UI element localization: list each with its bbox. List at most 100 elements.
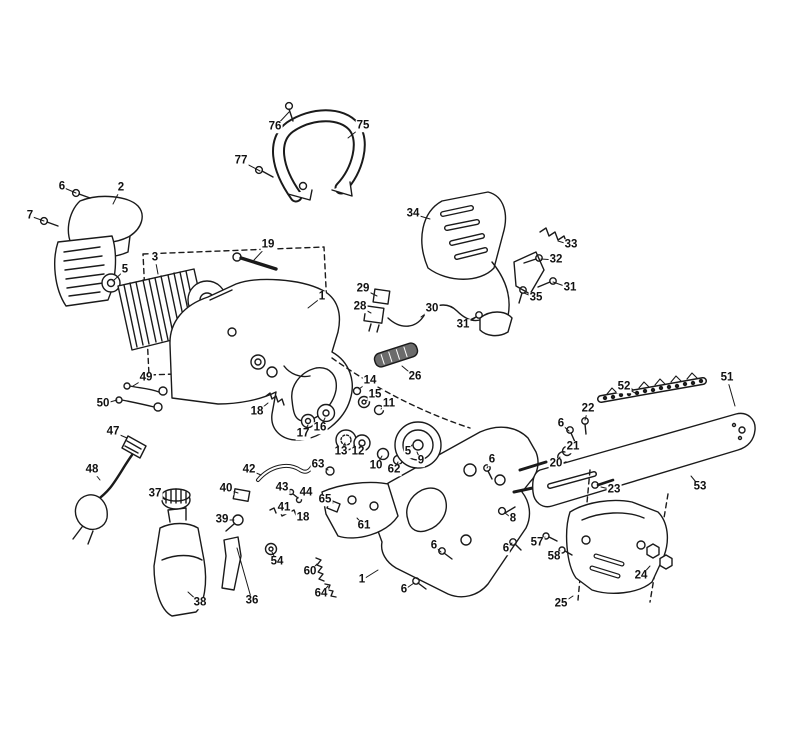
part-number-label: 6 [501, 542, 511, 555]
callout-leader-line [236, 547, 253, 602]
housing-half [372, 426, 548, 598]
hand-guard [421, 191, 545, 337]
screw-icon [537, 277, 557, 288]
part-number-label: 9 [416, 454, 426, 467]
part-number-label: 77 [233, 154, 249, 167]
part-number-label: 20 [548, 457, 564, 470]
part-number-label: 63 [310, 458, 326, 471]
part-number-label: 24 [633, 569, 649, 582]
part-number-label: 1 [357, 573, 367, 586]
part-number-label: 64 [313, 587, 329, 600]
part-number-label: 13 [333, 445, 349, 458]
spring-icon [324, 583, 337, 598]
screw-icon [284, 101, 294, 122]
part-number-label: 28 [352, 300, 368, 313]
part-number-label: 22 [580, 402, 596, 415]
part-number-label: 26 [407, 370, 423, 383]
part-number-label: 35 [528, 291, 544, 304]
part-number-label: 47 [105, 425, 121, 438]
part-number-label: 49 [138, 371, 154, 384]
part-number-label: 18 [295, 511, 311, 524]
part-number-label: 11 [381, 397, 397, 410]
screw-icon [412, 577, 427, 590]
part-number-label: 31 [562, 281, 578, 294]
spring-icon [315, 557, 325, 582]
screw-icon [542, 532, 558, 542]
part-number-label: 19 [260, 238, 276, 251]
power-plug [72, 494, 108, 545]
motor-leads [115, 382, 168, 412]
screw-icon [71, 188, 91, 199]
part-number-label: 6 [487, 453, 497, 466]
spring-icon [265, 392, 285, 406]
part-number-label: 76 [267, 120, 283, 133]
part-number-label: 61 [356, 519, 372, 532]
part-number-label: 52 [616, 380, 632, 393]
screw-icon [518, 286, 527, 304]
part-number-label: 48 [84, 463, 100, 476]
front-handle [272, 109, 366, 203]
part-number-label: 29 [355, 282, 371, 295]
part-number-label: 38 [192, 596, 208, 609]
part-number-label: 51 [719, 371, 735, 384]
part-number-label: 37 [147, 487, 163, 500]
screw-icon [558, 546, 573, 556]
part-number-label: 58 [546, 550, 562, 563]
part-number-label: 5 [120, 263, 130, 276]
part-number-label: 65 [317, 493, 333, 506]
part-number-label: 54 [269, 555, 285, 568]
part-number-label: 6 [57, 180, 67, 193]
part-number-label: 36 [244, 594, 260, 607]
switch-block [363, 288, 391, 333]
part-number-label: 14 [362, 374, 378, 387]
part-number-label: 32 [548, 253, 564, 266]
screw-icon [39, 216, 59, 227]
part-number-label: 23 [606, 483, 622, 496]
screw-icon [509, 538, 522, 551]
alignment-dashed-line [331, 357, 471, 429]
part-number-label: 6 [556, 417, 566, 430]
part-number-label: 16 [312, 421, 328, 434]
part-number-label: 42 [241, 463, 257, 476]
bolt-icon [232, 252, 278, 271]
part-number-label: 2 [116, 181, 126, 194]
part-number-label: 33 [563, 238, 579, 251]
screw-icon [566, 426, 576, 443]
part-number-label: 31 [455, 318, 471, 331]
screw-icon [438, 547, 453, 560]
part-number-label: 6 [429, 539, 439, 552]
part-number-label: 75 [355, 119, 371, 132]
washer-stack [300, 386, 417, 466]
part-number-label: 21 [565, 440, 581, 453]
screw-icon [483, 464, 493, 480]
part-number-label: 12 [350, 445, 366, 458]
oil-tank [153, 507, 207, 617]
part-number-label: 40 [218, 482, 234, 495]
part-number-label: 41 [276, 501, 292, 514]
part-number-label: 57 [529, 536, 545, 549]
part-number-label: 39 [214, 513, 230, 526]
part-number-label: 43 [274, 481, 290, 494]
tank-cap [161, 488, 191, 510]
part-number-label: 50 [95, 397, 111, 410]
part-number-label: 30 [424, 302, 440, 315]
screw-icon [254, 165, 274, 178]
part-number-label: 7 [25, 209, 35, 222]
screw-icon [497, 506, 516, 516]
part-number-label: 62 [386, 463, 402, 476]
screw-icon [523, 254, 543, 264]
part-number-label: 8 [508, 512, 518, 525]
main-housing [169, 278, 353, 441]
tank-bracket [221, 536, 242, 591]
washer-icon [264, 542, 278, 556]
part-number-label: 15 [367, 388, 383, 401]
part-number-label: 53 [692, 480, 708, 493]
part-number-label: 1 [317, 290, 327, 303]
part-number-label: 60 [302, 565, 318, 578]
part-number-label: 44 [298, 486, 314, 499]
part-number-label: 25 [553, 597, 569, 610]
brake-lever [373, 342, 419, 368]
